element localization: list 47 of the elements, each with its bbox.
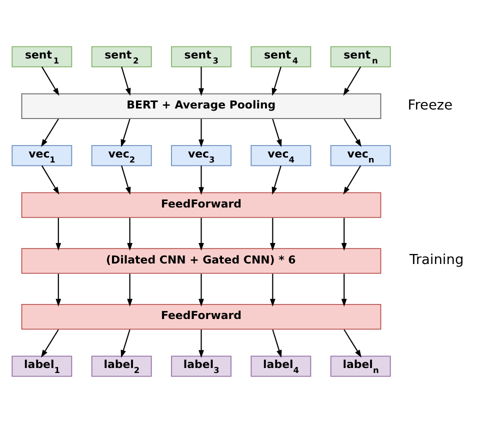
- node-box: label$_{4}$: [250, 355, 312, 376]
- node-box: label$_{n}$: [330, 355, 391, 376]
- arrow: [56, 217, 62, 250]
- arrow: [344, 118, 362, 146]
- arrow: [121, 66, 131, 96]
- arrow: [198, 165, 204, 194]
- node-box: label$_{3}$: [171, 355, 232, 376]
- arrow: [127, 273, 133, 306]
- node-box: label$_{1}$: [12, 355, 72, 376]
- arrow: [272, 165, 282, 194]
- node-box: vec$_{3}$: [171, 144, 232, 166]
- node-box: sent$_{1}$: [12, 46, 72, 67]
- arrow: [344, 328, 362, 358]
- arrow: [341, 273, 347, 306]
- arrow: [198, 273, 204, 306]
- node-box: vec$_{n}$: [330, 144, 391, 166]
- arrow: [343, 164, 362, 194]
- arrow: [272, 66, 282, 96]
- arrow: [41, 118, 59, 146]
- node-box: vec$_{4}$: [250, 144, 312, 166]
- arrow: [120, 328, 130, 358]
- arrow: [120, 118, 130, 147]
- arrow: [127, 217, 133, 250]
- arrow: [198, 118, 204, 147]
- node-box: vec$_{2}$: [91, 144, 152, 166]
- label: Training: [410, 252, 464, 268]
- arrow: [341, 217, 347, 250]
- arrow: [272, 118, 282, 147]
- arrow: [41, 328, 59, 358]
- arrow: [198, 329, 204, 358]
- label: Freeze: [408, 96, 453, 113]
- node-box: sent$_{3}$: [171, 46, 232, 67]
- arrow: [270, 217, 276, 250]
- arrow: [198, 66, 204, 96]
- arrow: [198, 217, 204, 250]
- arrow: [270, 273, 276, 306]
- arrow: [272, 328, 282, 358]
- node-box: sent$_{4}$: [250, 46, 312, 67]
- node-box: label$_{2}$: [91, 355, 152, 376]
- arrow: [41, 66, 60, 96]
- arrow: [56, 273, 62, 306]
- arrow: [121, 165, 131, 194]
- arrow: [41, 164, 60, 194]
- node-box: sent$_{n}$: [330, 46, 391, 67]
- node-box: vec$_{1}$: [12, 144, 72, 166]
- arrow: [343, 66, 362, 96]
- node-box: sent$_{2}$: [91, 46, 152, 67]
